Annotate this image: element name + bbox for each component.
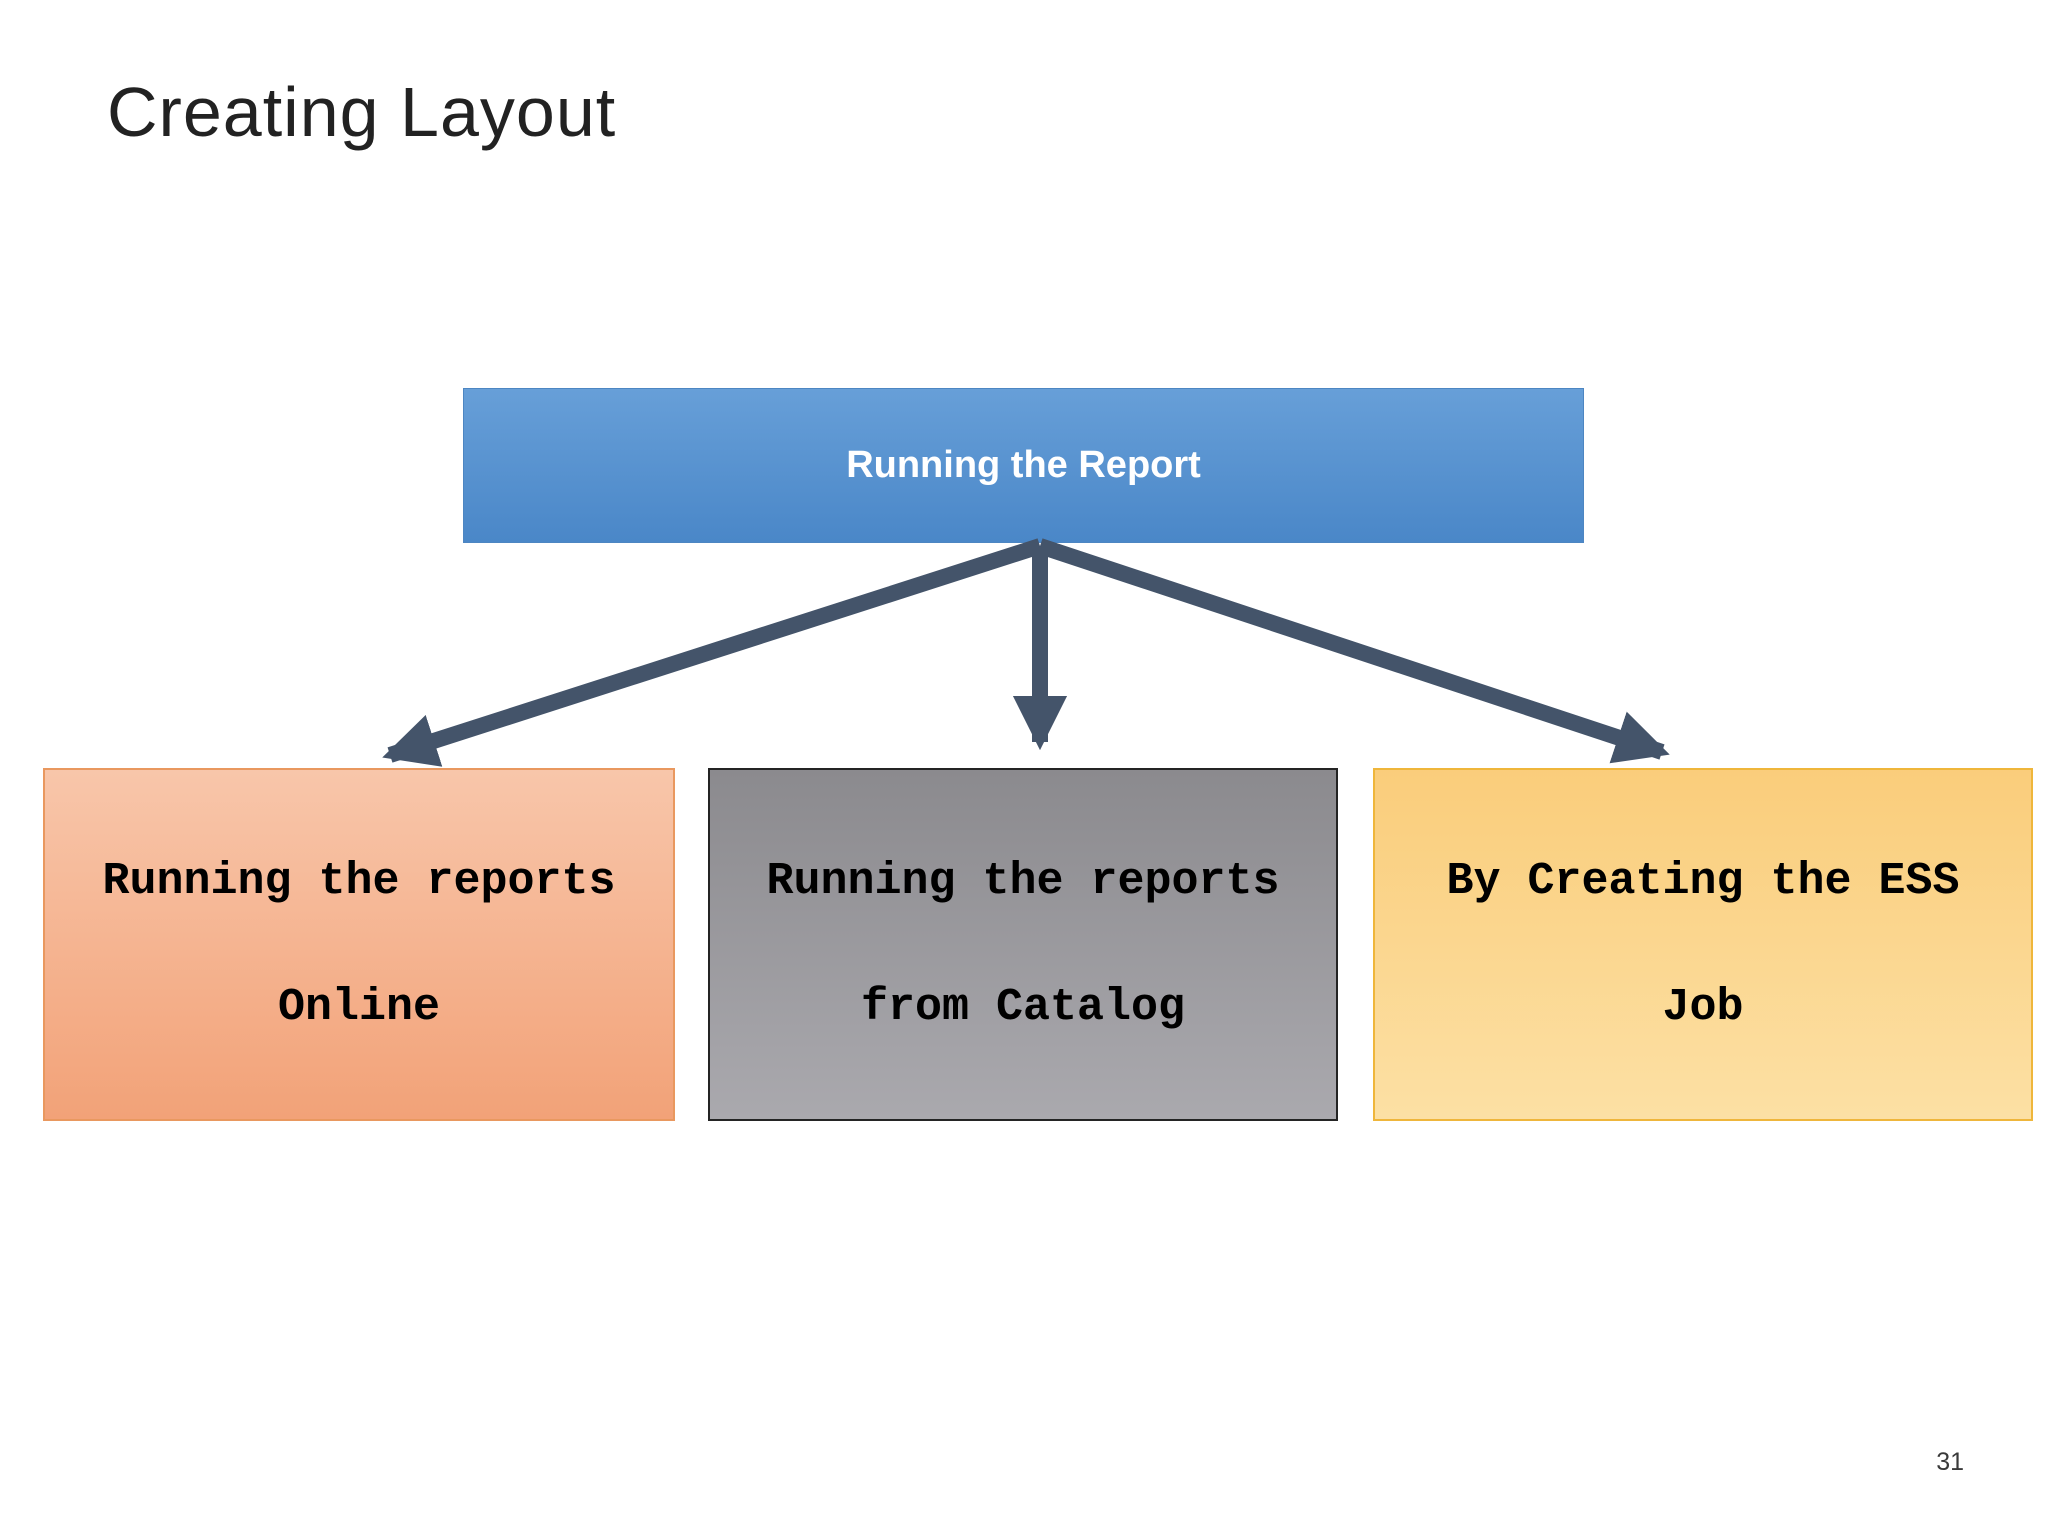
node-online-line1: Running the reports (102, 856, 616, 907)
page-number: 31 (1936, 1448, 1964, 1476)
arrow-to-online (382, 538, 1043, 767)
node-running-reports-online: Running the reports Online (43, 768, 675, 1121)
node-ess-job-line1: By Creating the ESS (1446, 856, 1960, 907)
slide-title: Creating Layout (107, 73, 617, 151)
node-by-creating-ess-job: By Creating the ESS Job (1373, 768, 2033, 1121)
node-running-reports-from-catalog-label: Running the reports from Catalog (766, 850, 1279, 1039)
node-online-line2: Online (277, 982, 441, 1033)
node-catalog-line2: from Catalog (860, 982, 1186, 1033)
node-by-creating-ess-job-label: By Creating the ESS Job (1446, 850, 1959, 1039)
node-catalog-line1: Running the reports (766, 856, 1280, 907)
node-ess-job-line2: Job (1662, 982, 1744, 1033)
node-running-the-report-label: Running the Report (846, 444, 1201, 486)
node-running-the-report: Running the Report (463, 388, 1584, 543)
arrow-to-ess-job (1037, 538, 1670, 764)
node-running-reports-online-label: Running the reports Online (102, 850, 615, 1039)
node-running-reports-from-catalog: Running the reports from Catalog (708, 768, 1338, 1121)
